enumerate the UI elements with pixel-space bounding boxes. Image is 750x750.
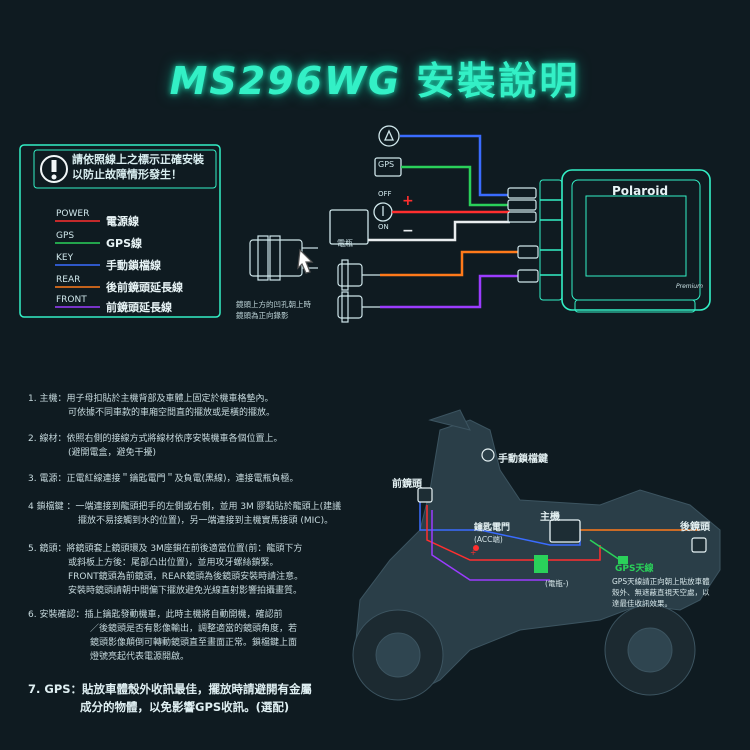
wire-label-power: 電源線 xyxy=(106,215,139,228)
step-4: 4 鎖檔鍵 ：一端連接到龍頭把手的左側或右側，並用 3M 膠黏貼於龍頭上(建議 … xyxy=(28,500,341,528)
step-1: 1. 主機：用子母扣貼於主機背部及車體上固定於機車格墊內。 可依據不同車款的車廂… xyxy=(28,392,275,420)
ignition-label: 鑰匙電門 xyxy=(474,523,511,533)
step-5-line-3: FRONT鏡頭為前鏡頭，REAR鏡頭為後鏡頭安裝時請注意。 xyxy=(68,572,304,582)
moto-battery-label: (電瓶-) xyxy=(545,579,569,588)
manual-key-icon xyxy=(481,448,495,462)
step-6-line-1: 插上鑰匙發動機車，此時主機將自動開機，確認前 xyxy=(84,610,283,620)
lens-note-line-1: 鏡頭上方的凹孔朝上時 xyxy=(236,300,311,309)
moto-host-icon xyxy=(549,519,581,543)
step-4-line-1: 一端連接到龍頭把手的左側或右側，並用 3M 膠黏貼於龍頭上(建議 xyxy=(75,502,342,512)
warning-line-1: 請依照線上之標示正確安裝 xyxy=(72,153,204,166)
step-5-line-1: 將鏡頭套上鏡頭環及 3M座鎖在前後適當位置(前：龍頭下方 xyxy=(66,544,303,554)
moto-front-lens-icon xyxy=(417,487,433,503)
key-wire xyxy=(400,134,510,197)
warning-line-2: 以防止故障情形發生！ xyxy=(72,168,182,181)
step-6-line-2: ／後鏡頭是否有影像輸出，調整適當的鏡頭角度，若 xyxy=(90,624,298,634)
step-2-num: 2. 線材： xyxy=(28,434,67,444)
step-6-num: 6. 安裝確認： xyxy=(28,610,85,620)
wire-tag-key: KEY xyxy=(56,253,74,263)
step-3-line-1: 正電紅線連接＂鑰匙電門＂及負電(黑線)，連接電瓶負極。 xyxy=(66,474,299,484)
lens-note: 鏡頭上方的凹孔朝上時 鏡頭為正向錄影 xyxy=(236,299,311,321)
switch-off-label: OFF xyxy=(378,190,392,198)
step-5-line-4: 安裝時鏡頭請朝中間偏下擺放避免光線直射影響拍攝畫質。 xyxy=(68,586,303,596)
warning-text: 請依照線上之標示正確安裝 以防止故障情形發生！ xyxy=(72,152,204,182)
ignition-dot xyxy=(473,545,479,551)
battery-label: 電瓶- xyxy=(337,239,356,248)
switch-on-label: ON xyxy=(378,223,389,231)
moto-plus-label: + xyxy=(470,548,477,557)
moto-gps-module xyxy=(534,555,548,573)
step-4-num: 4 鎖檔鍵 ： xyxy=(28,502,76,512)
lens-illustration xyxy=(249,235,318,281)
rear-wire xyxy=(380,250,520,277)
gps-antenna-note: GPS天線請正向朝上貼放車體 殼外、無遮蔽直視天空處，以 達最佳收訊效果。 xyxy=(612,576,710,609)
switch-plus: + xyxy=(402,193,414,209)
ground-wire xyxy=(368,220,510,242)
key-button-icon xyxy=(378,125,400,147)
title-suffix: 安裝說明 xyxy=(416,59,581,103)
gps-antenna-label: GPS天線 xyxy=(615,564,654,574)
step-7-num: 7. GPS： xyxy=(28,682,83,696)
wire-tag-gps: GPS xyxy=(56,231,75,241)
step-6-line-4: 燈號亮起代表電源開啟。 xyxy=(90,652,190,662)
acc-label: (ACC端) xyxy=(474,535,503,544)
device-cable-ends xyxy=(507,187,539,283)
gps-note-line-2: 殼外、無遮蔽直視天空處，以 xyxy=(612,588,710,597)
step-4-line-2: 擺放不易接觸到水的位置)，另一端連接到主機實馬接頭 (MIC)。 xyxy=(78,516,334,526)
lens-note-line-2: 鏡頭為正向錄影 xyxy=(236,311,289,320)
warning-box xyxy=(19,144,221,318)
brand-script: Premium xyxy=(676,283,703,290)
model-name: MS296WG xyxy=(169,59,402,103)
gps-wire xyxy=(401,165,510,207)
gps-box-label: GPS xyxy=(378,160,395,169)
step-3-num: 3. 電源： xyxy=(28,474,67,484)
step-1-line-1: 用子母扣貼於主機背部及車體上固定於機車格墊內。 xyxy=(66,394,274,404)
step-6-line-3: 鏡頭影像顛倒可轉動鏡頭直至畫面正常。鎖檔鍵上面 xyxy=(90,638,298,648)
wire-tag-front: FRONT xyxy=(56,295,87,305)
host-label: 主機 xyxy=(540,512,560,523)
wire-tag-rear: REAR xyxy=(56,275,81,285)
wire-label-gps: GPS線 xyxy=(106,237,143,250)
step-1-line-2: 可依據不同車款的車廂空間直的擺放或是橫的擺放。 xyxy=(68,408,276,418)
moto-power-wire xyxy=(426,505,601,561)
lens-connectors xyxy=(337,259,380,323)
moto-front-wire xyxy=(431,510,550,581)
step-1-num: 1. 主機： xyxy=(28,394,67,404)
step-7: 7. GPS：貼放車體殼外收訊最佳，擺放時請避開有金屬 成分的物體，以免影響GP… xyxy=(28,680,312,716)
rear-lens-label: 後鏡頭 xyxy=(680,522,710,533)
manual-key-label: 手動鎖檔鍵 xyxy=(498,454,548,465)
step-7-line-2: 成分的物體，以免影響GPS收訊。(選配) xyxy=(80,700,290,714)
wire-label-front: 前鏡頭延長線 xyxy=(106,301,172,314)
step-5-line-2: 或斜板上方後：尾部凸出位置)，並用攻牙螺絲鎖緊。 xyxy=(68,558,279,568)
brand-logo: Polaroid xyxy=(612,184,669,198)
switch-minus: − xyxy=(402,223,414,239)
step-2-line-2: (避開電盒，避免干擾) xyxy=(68,448,157,458)
front-wire xyxy=(380,274,520,309)
gps-note-line-1: GPS天線請正向朝上貼放車體 xyxy=(612,577,710,586)
warning-icon xyxy=(40,155,68,183)
wire-label-rear: 後前鏡頭延長線 xyxy=(106,281,183,294)
step-2-line-1: 依照右側的接線方式將線材依序安裝機車各個位置上。 xyxy=(66,434,283,444)
wire-label-key: 手動鎖檔線 xyxy=(106,259,161,272)
gps-note-line-3: 達最佳收訊效果。 xyxy=(612,599,672,608)
front-lens-label: 前鏡頭 xyxy=(392,479,422,490)
step-5-num: 5. 鏡頭： xyxy=(28,544,67,554)
moto-gps-antenna xyxy=(618,556,628,564)
step-5: 5. 鏡頭：將鏡頭套上鏡頭環及 3M座鎖在前後適當位置(前：龍頭下方 或斜板上方… xyxy=(28,542,303,598)
step-2: 2. 線材：依照右側的接線方式將線材依序安裝機車各個位置上。 (避開電盒，避免干… xyxy=(28,432,282,460)
main-unit xyxy=(539,169,711,313)
step-6: 6. 安裝確認：插上鑰匙發動機車，此時主機將自動開機，確認前 ／後鏡頭是否有影像… xyxy=(28,608,297,664)
moto-rear-lens-icon xyxy=(691,537,707,553)
wire-tag-power: POWER xyxy=(56,209,90,219)
moto-key-wire xyxy=(419,500,581,546)
step-3: 3. 電源：正電紅線連接＂鑰匙電門＂及負電(黑線)，連接電瓶負極。 xyxy=(28,472,298,486)
page-title: MS296WG 安裝說明 xyxy=(0,50,750,105)
warning-header-box xyxy=(33,149,217,189)
step-7-line-1: 貼放車體殼外收訊最佳，擺放時請避開有金屬 xyxy=(82,682,313,696)
moto-gps-wire xyxy=(589,539,621,561)
